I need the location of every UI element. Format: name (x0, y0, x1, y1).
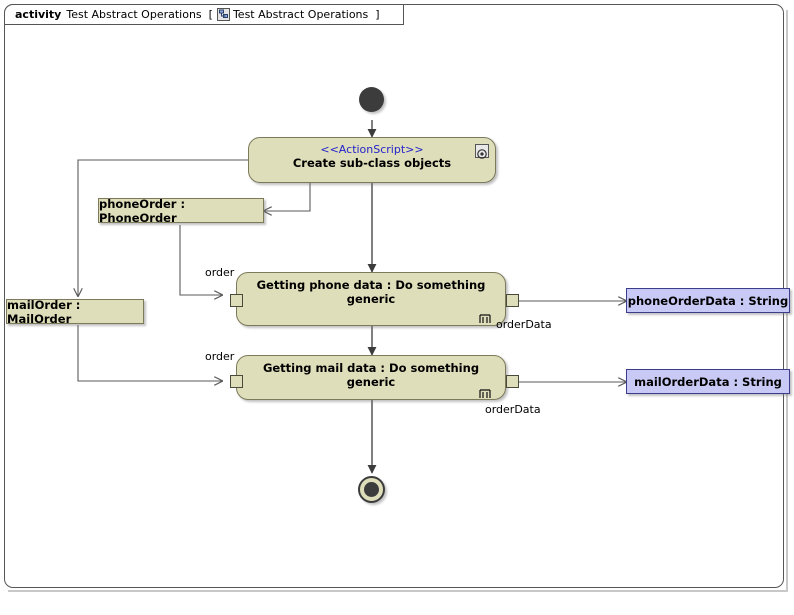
frame-bracket-close: ] (375, 8, 380, 21)
output-pin-mail-order-data[interactable] (506, 375, 519, 388)
input-pin-phone-order[interactable] (230, 294, 243, 307)
object-node-phone-order-data-label: phoneOrderData : String (627, 293, 789, 308)
output-pin-phone-order-data[interactable] (506, 294, 519, 307)
frame-shadow-bottom (8, 590, 788, 592)
pin-label-mail-order: order (205, 350, 235, 363)
frame-name: Test Abstract Operations (66, 8, 202, 21)
object-node-mail-order[interactable]: mailOrder : MailOrder (6, 297, 144, 326)
pin-label-mail-order-data: orderData (485, 403, 541, 416)
activity-diagram-icon (216, 8, 230, 21)
frame-diagram-name: Test Abstract Operations (232, 8, 369, 21)
object-node-phone-order[interactable]: phoneOrder : PhoneOrder (98, 196, 264, 225)
action-getting-mail-data-label: Getting mail data : Do something generic (262, 361, 480, 389)
activity-frame-header[interactable]: activity Test Abstract Operations [ Test… (4, 4, 404, 25)
pin-label-phone-order-data: orderData (496, 318, 552, 331)
pin-label-phone-order: order (205, 266, 235, 279)
action-stereotype: <<ActionScript>> (320, 143, 424, 156)
activity-final-node[interactable] (358, 476, 385, 503)
action-create-sub-class-objects[interactable]: <<ActionScript>> Create sub-class object… (248, 137, 496, 183)
object-node-mail-order-label: mailOrder : MailOrder (7, 297, 81, 326)
object-node-mail-order-data[interactable]: mailOrderData : String (626, 369, 790, 394)
object-node-mail-order-data-label: mailOrderData : String (634, 374, 782, 389)
frame-keyword: activity (15, 8, 62, 21)
frame-bracket-open: [ (208, 8, 213, 21)
object-node-phone-order-label: phoneOrder : PhoneOrder (99, 196, 186, 225)
input-pin-mail-order[interactable] (230, 375, 243, 388)
gear-icon[interactable] (475, 144, 489, 159)
action-name: Create sub-class objects (292, 156, 452, 170)
action-getting-phone-data-label: Getting phone data : Do something generi… (256, 278, 486, 306)
rake-icon (479, 309, 491, 323)
action-getting-mail-data[interactable]: Getting mail data : Do something generic (236, 355, 506, 400)
object-node-phone-order-data[interactable]: phoneOrderData : String (626, 288, 790, 313)
initial-node[interactable] (359, 87, 384, 112)
rake-icon (479, 384, 491, 398)
action-getting-phone-data[interactable]: Getting phone data : Do something generi… (236, 272, 506, 326)
